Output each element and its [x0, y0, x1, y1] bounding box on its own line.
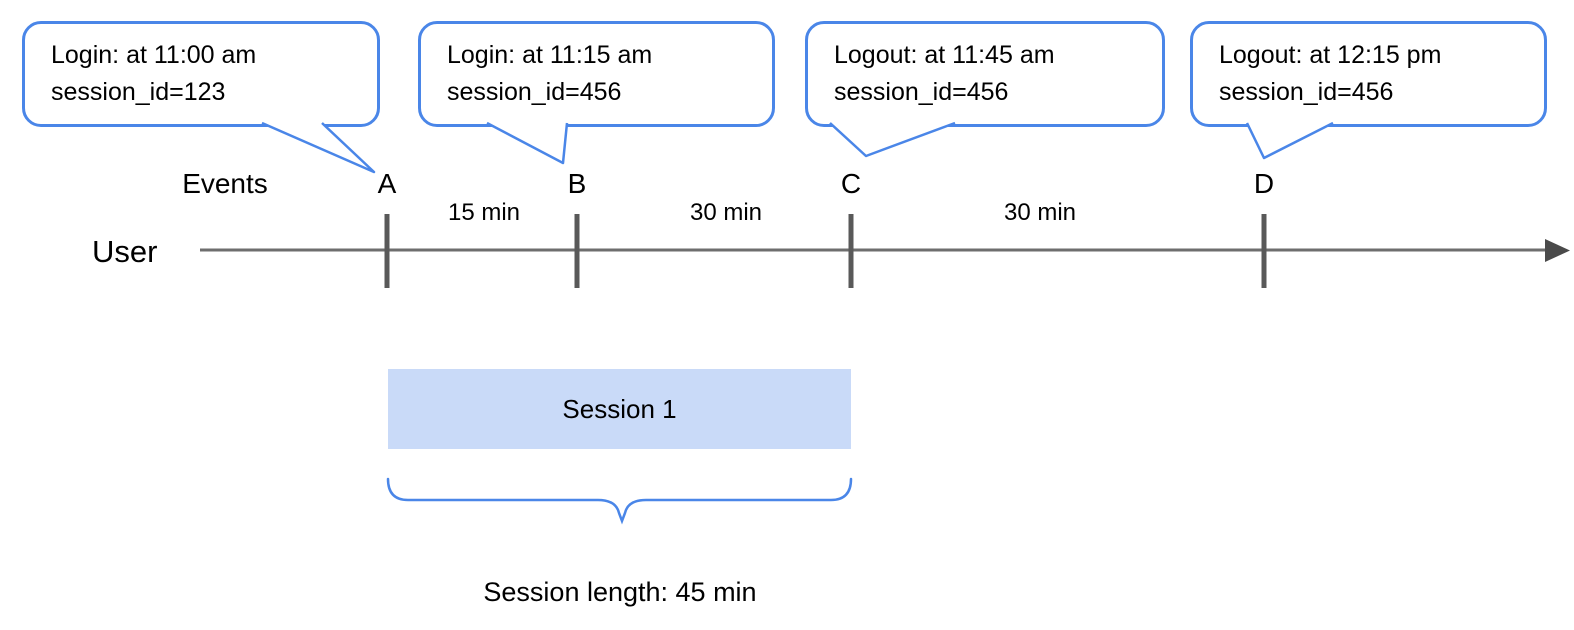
event-marker-c: C — [840, 168, 862, 199]
interval-a-b-label: 15 min — [447, 199, 521, 226]
interval-b-c-label: 30 min — [689, 199, 763, 226]
session-1-box: Session 1 — [388, 369, 851, 449]
event-title: Login: — [51, 41, 120, 69]
event-marker-d: D — [1253, 168, 1275, 199]
callout-text: Logout: at 11:45 am session_id=456 — [834, 37, 1055, 111]
session-1-label: Session 1 — [562, 393, 677, 424]
event-time: at 12:15 pm — [1302, 41, 1442, 69]
event-time: at 11:15 am — [515, 41, 653, 69]
callout-login-b: Login: at 11:15 am session_id=456 — [418, 21, 775, 127]
callout-text: Login: at 11:00 am session_id=123 — [51, 37, 256, 111]
events-label: Events — [182, 168, 268, 199]
callout-logout-c: Logout: at 11:45 am session_id=456 — [805, 21, 1165, 127]
callout-logout-d: Logout: at 12:15 pm session_id=456 — [1190, 21, 1547, 127]
timeline-arrowhead-icon — [1545, 239, 1570, 262]
callout-text: Login: at 11:15 am session_id=456 — [447, 37, 652, 111]
callout-tail-c-icon — [829, 121, 956, 158]
callout-tail-d-icon — [1245, 121, 1334, 160]
callout-tail-a-icon — [261, 121, 376, 174]
event-marker-a: A — [377, 168, 397, 199]
event-marker-b: B — [567, 168, 587, 199]
session-length-label: Session length: 45 min — [483, 577, 757, 607]
event-title: Logout: — [1219, 41, 1303, 69]
event-session-id: session_id=456 — [447, 78, 622, 106]
interval-c-d-label: 30 min — [1003, 199, 1077, 226]
event-time: at 11:00 am — [119, 41, 257, 69]
event-session-id: session_id=123 — [51, 78, 226, 106]
callout-text: Logout: at 12:15 pm session_id=456 — [1219, 37, 1441, 111]
callout-login-a: Login: at 11:00 am session_id=123 — [22, 21, 380, 127]
user-axis-label: User — [92, 234, 158, 269]
callout-tail-b-icon — [486, 121, 569, 165]
session-brace-icon — [386, 477, 853, 525]
event-session-id: session_id=456 — [1219, 78, 1394, 106]
event-title: Logout: — [834, 41, 918, 69]
event-session-id: session_id=456 — [834, 78, 1009, 106]
event-time: at 11:45 am — [917, 41, 1055, 69]
event-title: Login: — [447, 41, 516, 69]
